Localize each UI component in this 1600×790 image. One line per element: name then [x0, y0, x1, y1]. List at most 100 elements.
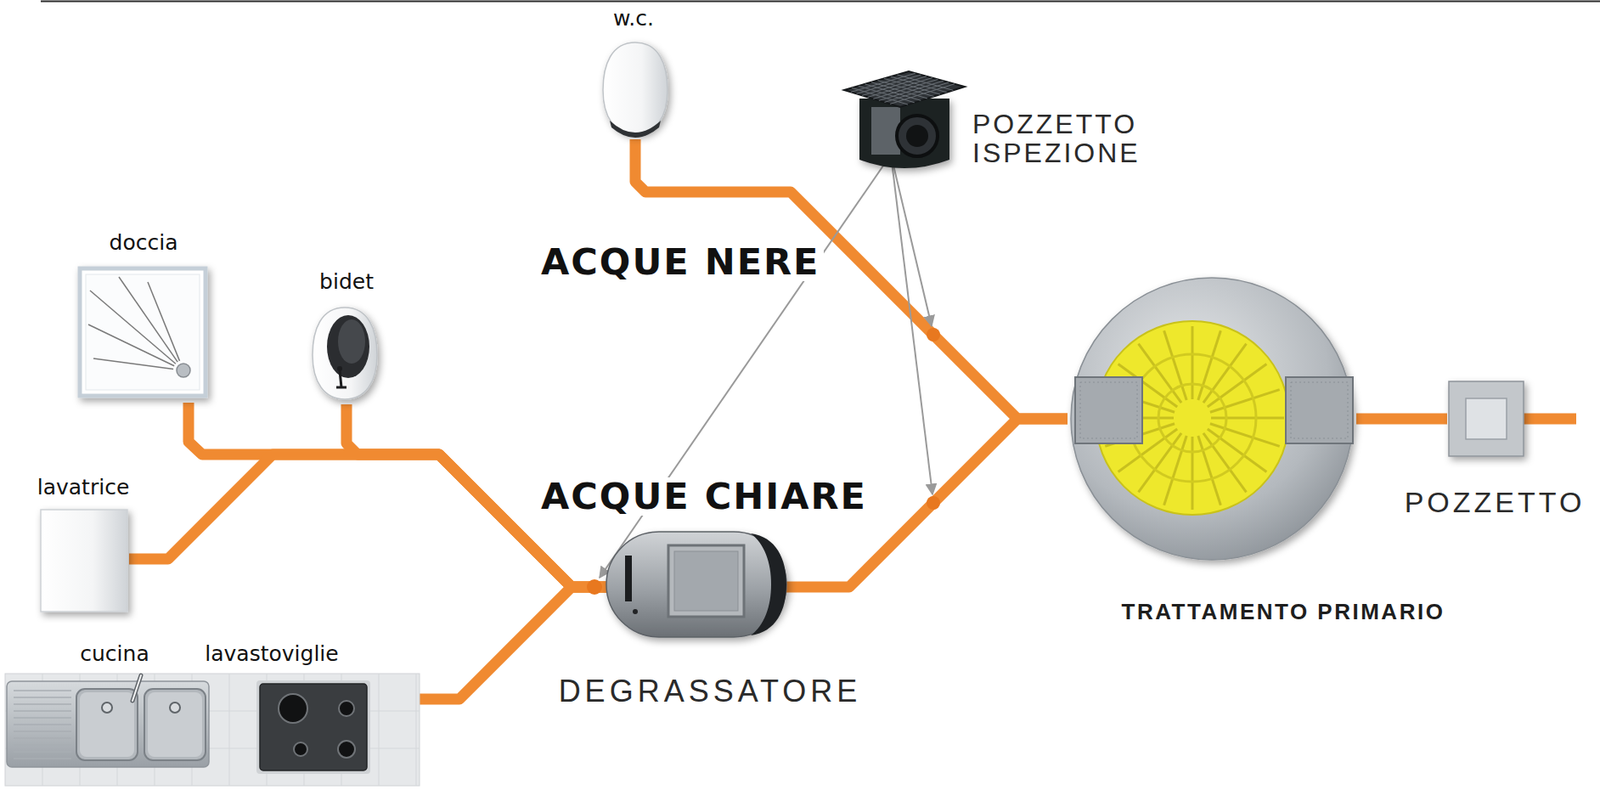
drainboard-ridge — [13, 723, 72, 726]
drain-pipe — [1356, 413, 1448, 425]
pit-box — [1448, 381, 1524, 457]
shower-tray: doccia — [74, 264, 211, 403]
disc-rib — [1211, 416, 1285, 420]
toilet-fixture: w.c. — [599, 39, 671, 140]
leader-arrow — [890, 154, 933, 495]
trap-slot — [625, 555, 632, 602]
sink-basin — [76, 688, 138, 761]
toilet-bowl — [602, 42, 668, 135]
fixture-label: lavatrice — [37, 475, 130, 500]
washer-body — [40, 509, 128, 612]
septic-tank-picture — [1067, 274, 1357, 564]
shower-drain — [176, 363, 191, 378]
hatch-texture — [1290, 382, 1348, 439]
hob-burner — [293, 742, 308, 756]
tile-joint — [229, 673, 231, 786]
fixture-label: DEGRASSATORE — [558, 674, 862, 709]
disc-rib — [1203, 433, 1247, 493]
grate-bar — [884, 78, 941, 95]
grate-bar — [896, 74, 953, 91]
hatch-texture — [1080, 382, 1138, 439]
trap-body — [606, 531, 787, 637]
fixture-label: bidet — [319, 270, 374, 294]
pit-socket-hole — [906, 124, 929, 147]
pipe-junction-dot — [926, 495, 941, 510]
grease-trap-picture — [606, 524, 787, 644]
grate-bar — [890, 76, 947, 93]
sink-drain — [169, 702, 181, 713]
drainboard-ridge — [13, 743, 72, 746]
outlet-pit-picture — [1447, 379, 1526, 458]
grate-bar — [884, 82, 950, 102]
spray-line — [118, 276, 178, 362]
inspection-pit-picture — [840, 64, 969, 175]
hob-plate — [259, 683, 367, 771]
washing-machine: lavatrice — [39, 507, 130, 614]
drainboard-ridge — [13, 750, 72, 753]
spray-line — [93, 358, 174, 369]
bidet-tap-head — [337, 366, 343, 372]
tank-hatch — [1285, 377, 1353, 444]
outlet-pipe — [1520, 413, 1577, 425]
fixture-label: cucina — [79, 642, 149, 666]
sink-tap-shine — [132, 675, 141, 701]
flow-label: ACQUE CHIARE — [537, 477, 871, 516]
tile-joint — [416, 673, 417, 786]
drainboard-ridge — [13, 716, 72, 719]
trap-bolt — [632, 608, 638, 615]
shower-tray — [79, 268, 206, 396]
bidet-basin — [326, 315, 370, 378]
disc-rib — [1207, 364, 1268, 408]
disc-ring — [1158, 383, 1227, 452]
sink-basin — [144, 688, 206, 761]
disc-rib — [1191, 436, 1195, 510]
disc-rib — [1138, 343, 1183, 404]
bidet-tap — [336, 370, 347, 388]
disc-rib — [1191, 326, 1195, 400]
drainboard-ridge — [13, 757, 72, 760]
toilet-base — [609, 120, 661, 138]
bidet-basin-shade — [338, 319, 366, 364]
hob-burner — [338, 700, 355, 716]
trap-lid-inner — [674, 551, 739, 611]
trap-lid — [668, 545, 744, 617]
tile-joint — [378, 673, 380, 786]
bidet-fixture: bidet — [309, 304, 381, 405]
trap-end-band — [750, 533, 787, 636]
washing-machine-picture — [39, 507, 130, 614]
sink-drain — [101, 702, 113, 713]
spray-line — [90, 290, 176, 364]
fixture-label: POZZETTO — [1404, 486, 1586, 519]
sink-unit — [6, 681, 209, 767]
tank-hatch — [1075, 377, 1143, 444]
fixture-label: w.c. — [613, 6, 654, 31]
toilet-fixture-picture — [599, 39, 671, 140]
leader-arrow — [890, 154, 932, 327]
drainboard-ridge — [13, 696, 72, 699]
fixture-label: lavastoviglie — [204, 642, 339, 666]
sink-basin-floor — [79, 692, 135, 757]
pit-cover — [1465, 398, 1507, 440]
spray-line — [147, 281, 181, 361]
tank-dome — [1070, 277, 1353, 560]
drainboard-ridge — [13, 737, 72, 739]
hob-burner — [278, 693, 308, 723]
pipe-junction-dot — [926, 327, 941, 342]
bidet-bowl — [312, 307, 378, 400]
pipe-junction-dot — [586, 579, 603, 595]
disc-ring — [1128, 354, 1257, 482]
fixture-label: doccia — [109, 230, 179, 255]
drainboard-ridge — [13, 709, 72, 712]
shower-inner — [85, 274, 200, 390]
outlet-pit: POZZETTO — [1447, 379, 1526, 458]
pit-grate — [844, 71, 965, 108]
shower-tray-picture — [74, 264, 211, 403]
drainboard-ridge — [13, 703, 72, 705]
drain-pipe — [129, 454, 607, 587]
fixture-label: TRATTAMENTO PRIMARIO — [1121, 599, 1446, 625]
